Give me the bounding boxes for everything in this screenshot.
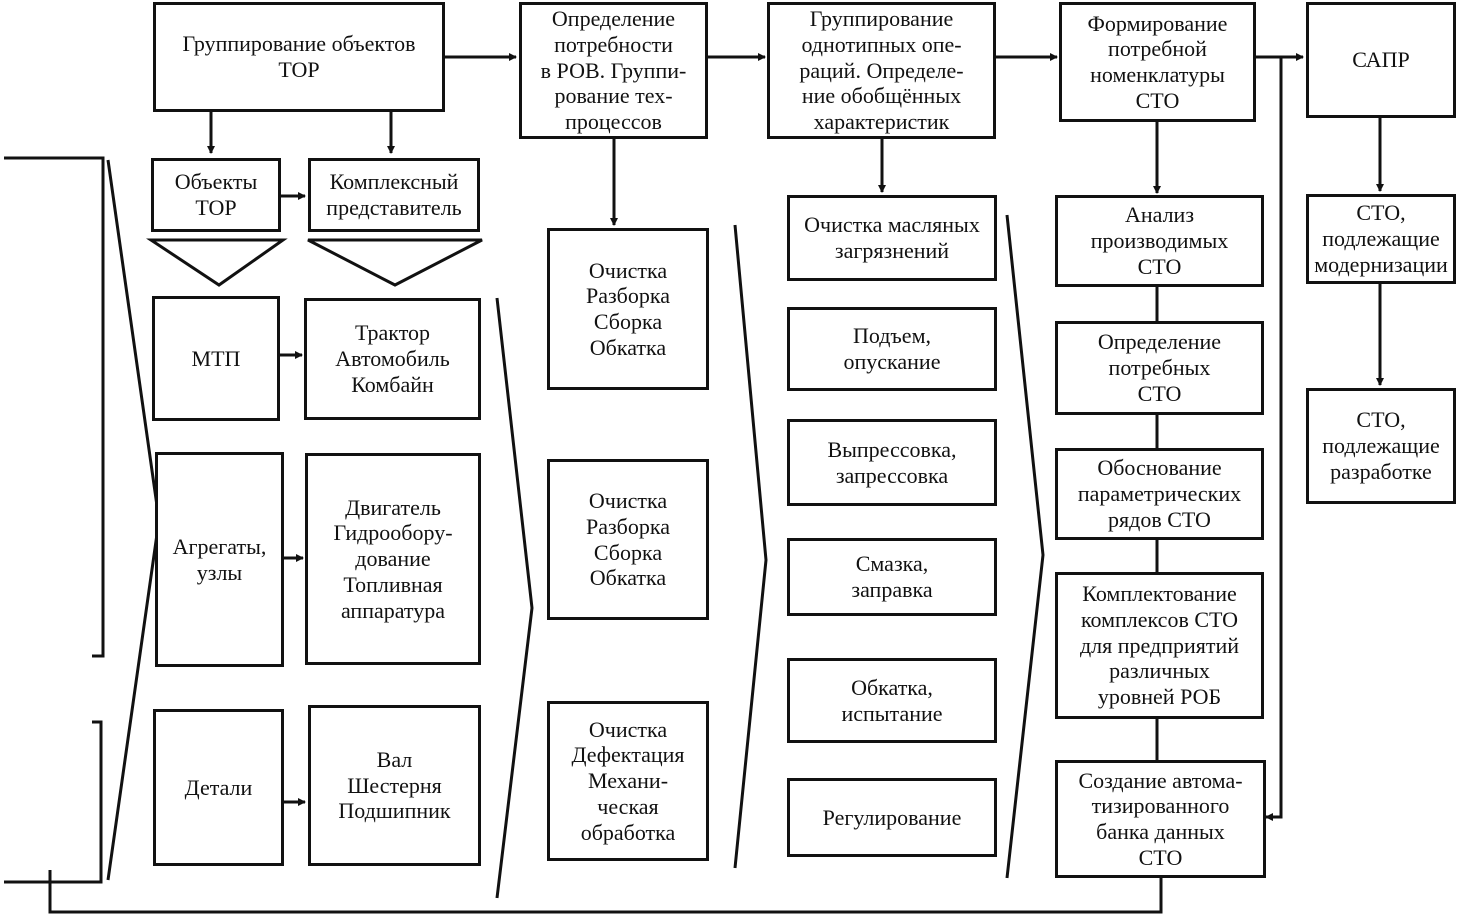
box-mtp: МТП: [152, 296, 280, 421]
box-process-1: Очистка Разборка Сборка Обкатка: [547, 228, 709, 390]
box-aggregate-items: Двигатель Гидрообору- дование Топливная …: [305, 453, 481, 665]
chevron-left: [106, 159, 161, 881]
box-needs-rov: Определение потребности в РОВ. Группи- р…: [519, 2, 708, 139]
feedback-to-databank: [1265, 57, 1283, 821]
box-op-oil-cleaning: Очистка масляных загрязнений: [787, 195, 997, 281]
return-loop: [48, 870, 1163, 914]
box-param-rows: Обоснование параметрических рядов СТО: [1055, 448, 1264, 540]
box-analysis: Анализ производимых СТО: [1055, 195, 1264, 287]
funnel-objects: [146, 238, 288, 287]
chevron-col3: [1005, 214, 1045, 879]
box-sto-modernize: СТО, подлежащие модернизации: [1306, 194, 1456, 284]
box-process-2: Очистка Разборка Сборка Обкатка: [547, 459, 709, 620]
box-databank: Создание автома- тизированного банка дан…: [1055, 760, 1266, 878]
funnel-representative: [307, 238, 483, 287]
box-grouping-operations: Группирование однотипных опе- раций. Опр…: [767, 2, 996, 139]
left-bracket-top: [4, 156, 105, 658]
box-op-lift: Подъем, опускание: [787, 307, 997, 391]
left-bracket-bottom: [4, 720, 103, 884]
box-op-adjust: Регулирование: [787, 778, 997, 857]
chevron-col1: [495, 297, 534, 899]
box-complexes: Комплектование комплексов СТО для предпр…: [1055, 572, 1264, 719]
box-aggregates: Агрегаты, узлы: [155, 452, 284, 667]
box-complex-representative: Комплексный представитель: [308, 158, 480, 232]
box-op-run-in: Обкатка, испытание: [787, 658, 997, 743]
box-grouping-objects: Группирование объектов ТОР: [153, 2, 445, 112]
box-sto-develop: СТО, подлежащие разработке: [1306, 388, 1456, 504]
box-part-items: Вал Шестерня Подшипник: [308, 705, 481, 866]
box-objects-tor: Объекты ТОР: [151, 158, 281, 232]
box-op-lubricate: Смазка, заправка: [787, 538, 997, 616]
box-op-press: Выпрессовка, запрессовка: [787, 419, 997, 506]
box-parts: Детали: [153, 709, 284, 866]
box-cad: САПР: [1306, 2, 1456, 118]
box-needed-sto: Определение потребных СТО: [1055, 321, 1264, 415]
chevron-col2: [733, 224, 768, 869]
box-mtp-items: Трактор Автомобиль Комбайн: [304, 298, 481, 420]
box-process-3: Очистка Дефектация Механи- ческая обрабо…: [547, 701, 709, 861]
box-nomenclature: Формирование потребной номенклатуры СТО: [1059, 2, 1256, 122]
